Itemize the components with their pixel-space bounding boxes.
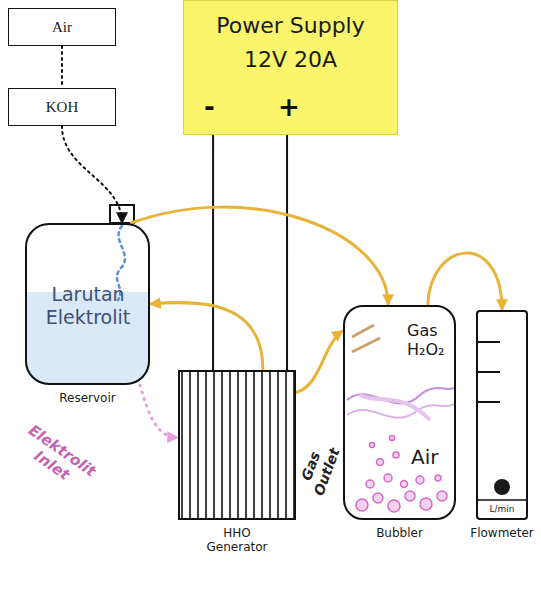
edge-label: Gas Outlet xyxy=(294,440,343,499)
bubbler-mark xyxy=(352,338,380,352)
connector xyxy=(428,253,502,310)
hho-generator: HHO Generator xyxy=(178,370,296,520)
flowmeter-ball xyxy=(494,479,510,495)
part-name: Flowmeter xyxy=(470,526,534,540)
flowmeter-tick xyxy=(478,401,500,403)
connector xyxy=(212,135,214,370)
input-box: Air xyxy=(8,8,116,46)
part-name: HHO Generator xyxy=(197,526,277,554)
connector xyxy=(296,331,343,393)
input-box: KOH xyxy=(8,88,116,126)
box-label: KOH xyxy=(46,99,79,116)
bubbler-mark xyxy=(352,325,374,337)
generator-plates xyxy=(180,372,294,518)
flowmeter-base xyxy=(476,499,528,501)
connector xyxy=(131,207,388,305)
part-name: Bubbler xyxy=(376,526,423,540)
power-title: Power Supply xyxy=(216,13,364,38)
flowmeter-tick xyxy=(478,341,500,343)
flowmeter-tube: L/minFlowmeter xyxy=(476,310,528,520)
gas-wave xyxy=(347,404,454,418)
air-bubbles xyxy=(356,436,447,513)
power-rating: 12V 20A xyxy=(244,47,337,72)
reservoir-bottle: Larutan ElektrolitReservoir xyxy=(25,223,150,385)
water-label: Air xyxy=(411,445,438,469)
electrolyte-label: Larutan Elektrolit xyxy=(33,283,143,329)
box-label: Air xyxy=(52,19,72,36)
connector xyxy=(61,46,63,88)
part-name: Reservoir xyxy=(59,391,115,405)
connector xyxy=(150,303,263,370)
terminal-minus: - xyxy=(204,92,215,122)
terminal-plus: + xyxy=(278,92,300,122)
edge-label: Elektrolit Inlet xyxy=(10,417,104,498)
bubbler-vessel: Gas H₂O₂AirBubbler xyxy=(343,305,456,520)
unit-label: L/min xyxy=(489,504,514,514)
connector xyxy=(286,135,288,370)
flowmeter-tick xyxy=(478,371,500,373)
connector xyxy=(62,126,122,223)
gas-wave xyxy=(360,395,430,420)
electrolyte-liquid xyxy=(25,292,150,385)
gas-label: Gas H₂O₂ xyxy=(407,321,453,359)
connector xyxy=(140,385,178,438)
